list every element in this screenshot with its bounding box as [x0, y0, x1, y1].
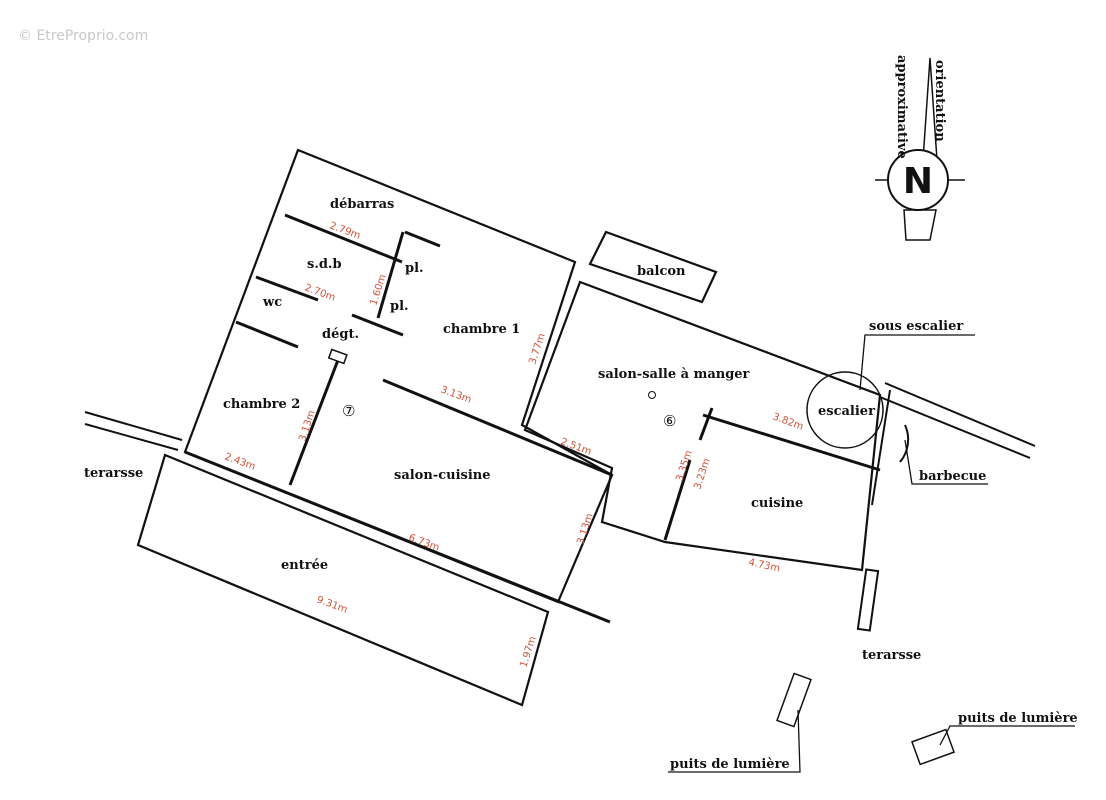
- compass-letter: N: [903, 161, 933, 202]
- dimension-labels: 2.79m 2.70m 1.60m 3.77m 3.13m 3.13m 2.43…: [223, 220, 805, 668]
- compass-caption-2: approximative: [894, 55, 909, 159]
- terrace-walls: [84, 382, 1036, 632]
- room-labels: débarras s.d.b pl. pl. wc dégt. chambre …: [223, 197, 875, 573]
- room-cuisine: cuisine: [751, 496, 803, 511]
- dim-salon-cuisine-depth: 3.13m: [575, 512, 595, 546]
- dim-entree-length: 9.31m: [315, 594, 349, 615]
- column-marker: [648, 391, 656, 399]
- room-chambre-2: chambre 2: [223, 397, 300, 412]
- zone-6-area: [523, 280, 882, 572]
- room-salon-cuisine: salon-cuisine: [394, 468, 490, 483]
- label-puits-2: puits de lumière: [958, 711, 1078, 726]
- compass: N orientation approximative: [875, 55, 965, 241]
- room-placard-2: pl.: [390, 299, 409, 314]
- room-sdb: s.d.b: [307, 257, 342, 272]
- room-salon-salle-a-manger: salon-salle à manger: [598, 367, 750, 382]
- dim-cuisine-top: 3.82m: [771, 411, 805, 432]
- zone-6-number: ⑥: [663, 412, 676, 430]
- room-entree: entrée: [281, 558, 328, 573]
- puits-de-lumiere-1: [776, 672, 812, 728]
- dim-chambre-1-depth: 3.77m: [527, 332, 547, 366]
- escalier-circle: [806, 371, 884, 449]
- watermark: © EtreProprio.com: [18, 28, 148, 44]
- dim-chambre-1-width: 3.13m: [439, 384, 473, 405]
- zone-7-area: [183, 148, 614, 604]
- leader-lines: [668, 334, 1075, 773]
- puits-de-lumiere-2: [911, 728, 955, 766]
- label-terrasse-right: terarsse: [862, 648, 921, 663]
- room-debarras: débarras: [330, 197, 394, 212]
- dim-salon-salle-depth: 3.35m: [674, 449, 694, 483]
- zone-7-number: ⑦: [342, 402, 355, 420]
- dim-cuisine-depth: 3.23m: [692, 457, 712, 491]
- dim-sdb: 2.70m: [303, 282, 337, 303]
- dim-salon-cuisine-length: 6.73m: [407, 532, 441, 553]
- dim-cuisine-width: 4.73m: [747, 557, 781, 574]
- post: [327, 348, 348, 365]
- label-terrasse-left: terarsse: [84, 466, 143, 481]
- dim-chambre-2-depth: 3.13m: [297, 409, 317, 443]
- entree-area: [136, 453, 550, 707]
- room-wc: wc: [262, 295, 282, 310]
- label-puits-1: puits de lumière: [670, 757, 790, 772]
- balcon-area: [588, 230, 718, 304]
- label-sous-escalier: sous escalier: [869, 319, 963, 334]
- outside-labels: terarsse terarsse sous escalier barbecue…: [84, 319, 1078, 772]
- room-degagement: dégt.: [322, 327, 359, 342]
- label-barbecue: barbecue: [919, 469, 986, 484]
- room-escalier: escalier: [818, 404, 875, 419]
- room-placard-1: pl.: [405, 261, 424, 276]
- interior-walls: [184, 213, 881, 624]
- room-chambre-1: chambre 1: [443, 322, 520, 337]
- compass-caption-1: orientation: [932, 60, 947, 142]
- room-balcon: balcon: [637, 264, 686, 279]
